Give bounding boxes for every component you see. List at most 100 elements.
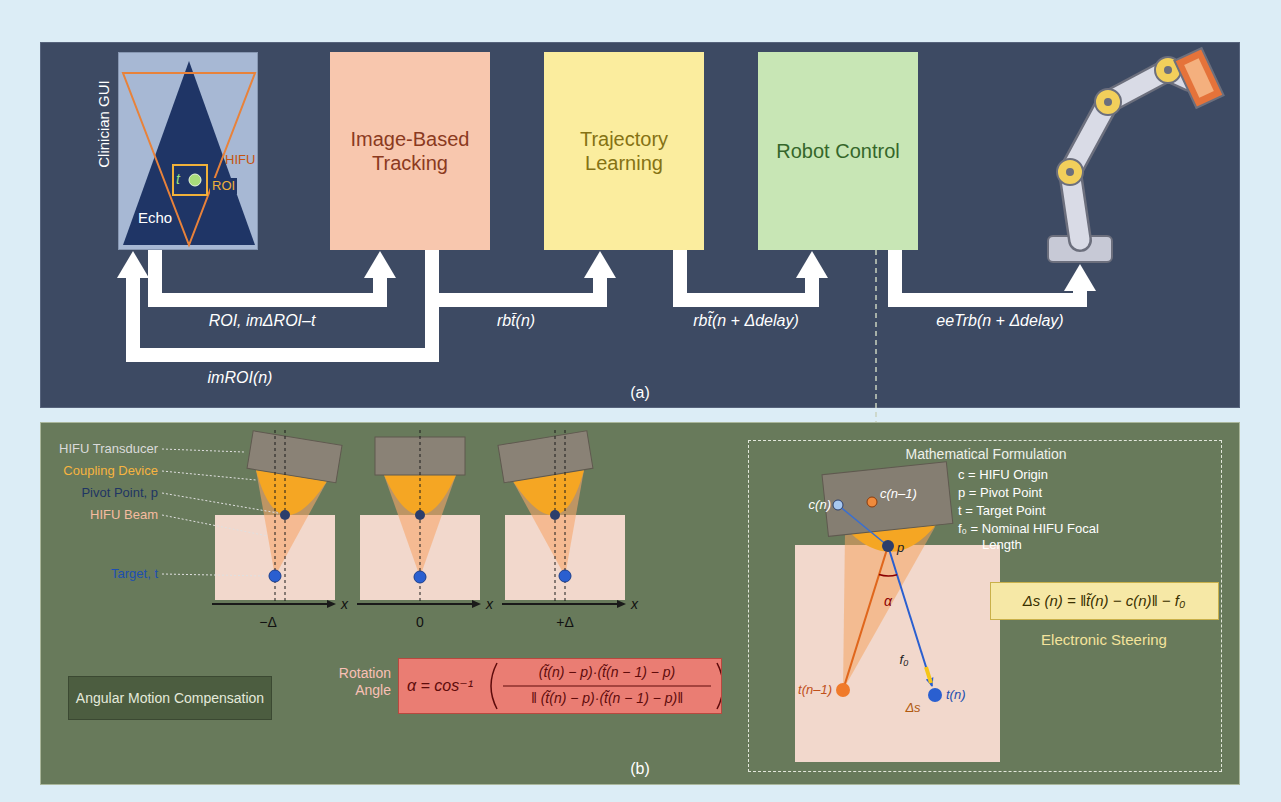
drawing-part — [173, 165, 207, 195]
drawing-part — [822, 462, 955, 559]
figure-label: c(n) — [809, 497, 831, 513]
drawing-part — [867, 497, 877, 507]
drawing-part — [833, 500, 843, 510]
node-text: (t̃(n) − p)·(t̃(n − 1) − p) — [499, 664, 715, 681]
drawing-part — [879, 575, 897, 576]
drawing-part — [928, 688, 942, 702]
drawing-part — [717, 663, 721, 709]
drawing-part — [162, 471, 256, 480]
signal-label: rbt̄(n) — [497, 311, 535, 330]
formulation-illustration — [795, 462, 1000, 762]
figure-label: 0 — [416, 614, 424, 631]
figure-label: t(n–1) — [798, 682, 832, 698]
angular-motion-illustration — [162, 430, 625, 604]
drawing-part — [189, 174, 201, 186]
drawing-part — [280, 510, 560, 520]
node-text: Angular Motion Compensation — [76, 690, 264, 707]
node-text: p = Pivot Point — [958, 485, 1208, 501]
node-text: ‖ (t̃(n) − p)·(t̃(n − 1) − p)‖ — [499, 690, 715, 707]
formula-box: Rotation Angleα = cos⁻¹(t̃(n) − p)·(t̃(n… — [398, 658, 722, 714]
node-text: Clinician GUI — [95, 49, 113, 199]
figure-label: x — [631, 596, 638, 613]
robot-arm — [1048, 48, 1224, 262]
drawing-part — [559, 570, 571, 582]
flow-arrow — [432, 250, 600, 300]
figure-label: p — [897, 540, 904, 556]
drawing-part — [1057, 159, 1083, 185]
figure-label: Coupling Device — [63, 463, 158, 479]
node-text: Robot Control — [776, 139, 899, 163]
node-text: Image-Based Tracking — [337, 127, 483, 175]
node-text: Trajectory Learning — [551, 127, 697, 175]
node-text: (b) — [620, 759, 660, 778]
drawing-part — [162, 515, 268, 536]
drawing-part — [231, 431, 342, 584]
divider — [875, 250, 877, 422]
node-text: Mathematical Formulation — [879, 446, 1093, 463]
echo-image — [119, 53, 257, 249]
drawing-part — [1164, 66, 1172, 74]
figure-label: HIFU Beam — [90, 507, 158, 523]
figure-label: x — [486, 596, 493, 613]
drawing-part — [212, 603, 618, 605]
drawing-part — [162, 493, 278, 513]
drawing-part — [1184, 58, 1214, 97]
drawing-part — [1070, 70, 1190, 240]
clinician-gui: Clinician GUI — [118, 52, 258, 250]
drawing-part — [795, 545, 1000, 762]
drawing-part — [280, 510, 290, 520]
process-box: Image-Based Tracking — [330, 52, 490, 250]
drawing-part — [123, 73, 255, 245]
drawing-part — [498, 431, 609, 584]
drawing-part — [212, 603, 328, 605]
node-text: Δs (n) = ‖t̃(n) − c(n)‖ − f₀ — [991, 592, 1218, 610]
drawing-part — [162, 449, 278, 576]
figure-label: Δs — [905, 700, 920, 716]
figure-label: f₀ — [899, 652, 908, 668]
drawing-part — [357, 603, 473, 605]
drawing-part — [162, 449, 244, 452]
signal-label: imROI(n) — [208, 368, 273, 387]
signal-label: ROI, imΔROI–t — [209, 311, 316, 330]
drawing-part — [123, 61, 255, 245]
figure-label: t(n) — [946, 687, 966, 703]
process-box: Robot Control — [758, 52, 918, 250]
drawing-part — [275, 430, 565, 604]
drawing-part — [843, 527, 935, 690]
node-text: c = HIFU Origin — [958, 467, 1208, 483]
drawing-part — [415, 510, 425, 520]
drawing-part — [1095, 89, 1121, 115]
drawing-part — [1104, 98, 1112, 106]
signal-label: rbt̃(n + Δdelay) — [693, 311, 798, 330]
figure-label: Target, t — [111, 566, 158, 582]
method-box: Angular Motion Compensation — [68, 676, 272, 720]
drawing-part — [836, 683, 850, 697]
steering-box: Δs (n) = ‖t̃(n) − c(n)‖ − f₀Electronic S… — [990, 582, 1219, 620]
drawing-part — [502, 603, 618, 605]
figure-label: eeTrb(n + Δdelay) — [936, 311, 1063, 330]
drawing-part — [1174, 48, 1223, 108]
drawing-part — [838, 505, 888, 546]
flow-arrow — [680, 250, 812, 300]
drawing-part — [269, 570, 281, 582]
figure-label: +Δ — [556, 614, 574, 631]
drawing-part — [1066, 168, 1074, 176]
drawing-part — [1070, 70, 1190, 240]
drawing-part — [1174, 48, 1223, 108]
drawing-part — [491, 663, 497, 709]
node-text: Electronic Steering — [991, 631, 1218, 649]
figure-label: −Δ — [259, 614, 277, 631]
drawing-part — [162, 574, 266, 576]
flow-arrow — [155, 250, 380, 300]
drawing-part — [414, 571, 426, 583]
drawing-part — [882, 540, 894, 552]
figure-label: x — [341, 596, 348, 613]
drawing-part — [888, 546, 932, 686]
drawing-part — [843, 546, 888, 690]
drawing-part — [269, 570, 571, 583]
flow-arrow — [133, 250, 432, 355]
formulation-frame: Δs (n) = ‖t̃(n) − c(n)‖ − f₀ Electronic S… — [748, 440, 1222, 772]
node-text: (a) — [620, 383, 660, 402]
process-box: Trajectory Learning — [544, 52, 704, 250]
node-text: Rotation Angle — [317, 665, 391, 699]
